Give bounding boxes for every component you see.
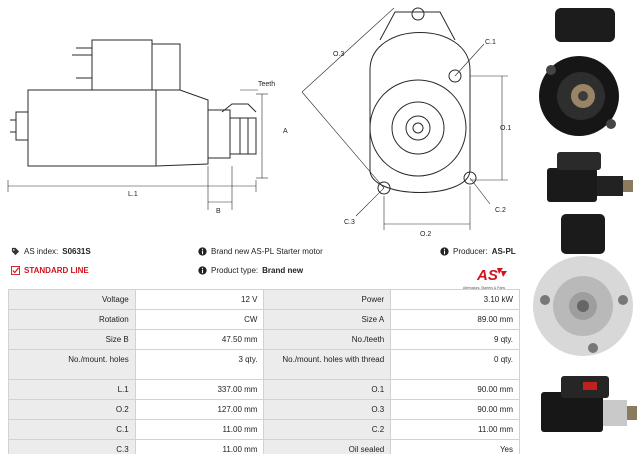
spec-value: 11.00 mm xyxy=(390,419,520,440)
photo-front-view xyxy=(539,8,619,136)
flange-outline xyxy=(369,32,471,193)
producer-row: Producer: AS-PL xyxy=(440,247,516,256)
photo-side-view-2 xyxy=(541,376,637,432)
dimension-o2-label: O.2 xyxy=(420,231,431,238)
spec-value: 3 qty. xyxy=(134,349,265,380)
motor-body-outline xyxy=(27,89,157,167)
dimension-c1-label: C.1 xyxy=(485,39,496,46)
dimension-o3-label: O.3 xyxy=(333,51,344,58)
spec-label: Voltage xyxy=(8,289,136,310)
spec-value: 0 qty. xyxy=(390,349,520,380)
mount-hole-c3 xyxy=(377,181,391,195)
info-icon xyxy=(198,247,207,256)
spec-value: 337.00 mm xyxy=(134,379,265,400)
tag-icon xyxy=(11,247,20,256)
as-index-value: S0631S xyxy=(62,247,91,256)
teeth-label: Teeth xyxy=(258,81,275,88)
technical-drawing: Teeth A B L.1 O.3 C.1 O.1 C.3 C.2 O.2 xyxy=(7,7,511,238)
spec-value: 9 qty. xyxy=(390,329,520,350)
spec-label: Size B xyxy=(8,329,136,350)
table-row: No./mount. holes 3 qty. No./mount. holes… xyxy=(8,349,520,380)
spec-value: 11.00 mm xyxy=(134,439,265,454)
table-row: Size B 47.50 mm No./teeth 9 qty. xyxy=(8,329,520,350)
table-row: O.2 127.00 mm O.3 90.00 mm xyxy=(8,399,520,420)
table-row: Rotation CW Size A 89.00 mm xyxy=(8,309,520,330)
as-pl-logo: AS Alternators, Starters & Parts xyxy=(463,267,507,290)
spec-value: 11.00 mm xyxy=(134,419,265,440)
producer-label: Producer: xyxy=(453,247,488,256)
spec-label: O.1 xyxy=(263,379,392,400)
table-row: C.1 11.00 mm C.2 11.00 mm xyxy=(8,419,520,440)
logo-tagline: Alternators, Starters & Parts xyxy=(463,286,506,290)
spec-value: 89.00 mm xyxy=(390,309,520,330)
mount-hole-c2 xyxy=(463,171,477,185)
spec-value: 90.00 mm xyxy=(390,379,520,400)
producer-value: AS-PL xyxy=(491,247,516,256)
logo-mark: AS xyxy=(476,267,498,284)
table-row: Voltage 12 V Power 3.10 kW xyxy=(8,289,520,310)
spec-label: No./mount. holes with thread xyxy=(263,349,392,380)
spec-label: Oil sealed xyxy=(263,439,392,454)
spec-value: 3.10 kW xyxy=(390,289,520,310)
product-photos xyxy=(533,8,637,432)
spec-label: Size A xyxy=(263,309,392,330)
spec-label: O.2 xyxy=(8,399,136,420)
description-row: Brand new AS-PL Starter motor xyxy=(198,247,323,256)
spec-value: 12 V xyxy=(134,289,265,310)
table-row: L.1 337.00 mm O.1 90.00 mm xyxy=(8,379,520,400)
spec-value: 127.00 mm xyxy=(134,399,265,420)
dimension-b-label: B xyxy=(216,208,221,215)
as-index-label: AS index: xyxy=(24,247,59,256)
spec-label: No./mount. holes xyxy=(8,349,136,380)
spec-label: C.2 xyxy=(263,419,392,440)
mount-hole-c1 xyxy=(448,69,462,83)
table-row: C.3 11.00 mm Oil sealed Yes xyxy=(8,439,520,454)
solenoid-outline xyxy=(91,39,153,91)
specs-table: Voltage 12 V Power 3.10 kW Rotation CW S… xyxy=(8,289,520,454)
end-housing xyxy=(369,79,467,177)
spec-label: No./teeth xyxy=(263,329,392,350)
spec-label: C.3 xyxy=(8,439,136,454)
product-type-value: Brand new xyxy=(262,266,304,275)
standard-line-row: STANDARD LINE xyxy=(11,266,89,275)
spec-label: L.1 xyxy=(8,379,136,400)
product-type-label: Product type: xyxy=(211,266,259,275)
spec-label: Power xyxy=(263,289,392,310)
standard-line-label: STANDARD LINE xyxy=(24,266,89,275)
dimension-c2-label: C.2 xyxy=(495,207,506,214)
spec-value: Yes xyxy=(390,439,520,454)
photo-rear-view xyxy=(533,214,633,356)
dimension-l1-label: L.1 xyxy=(128,191,138,198)
dimension-a-label: A xyxy=(283,128,288,135)
spec-value: 47.50 mm xyxy=(134,329,265,350)
info-icon xyxy=(198,266,207,275)
spec-label: Rotation xyxy=(8,309,136,330)
checkbox-checked-icon xyxy=(11,266,20,275)
dimension-o1-label: O.1 xyxy=(500,125,511,132)
dimension-c3-label: C.3 xyxy=(344,219,355,226)
as-index-row: AS index: S0631S xyxy=(11,247,91,256)
spec-value: CW xyxy=(134,309,265,330)
spec-label: O.3 xyxy=(263,399,392,420)
spec-value: 90.00 mm xyxy=(390,399,520,420)
photo-side-view xyxy=(547,152,633,202)
info-icon xyxy=(440,247,449,256)
product-description: Brand new AS-PL Starter motor xyxy=(211,247,323,256)
spec-label: C.1 xyxy=(8,419,136,440)
product-type-row: Product type: Brand new xyxy=(198,266,303,275)
